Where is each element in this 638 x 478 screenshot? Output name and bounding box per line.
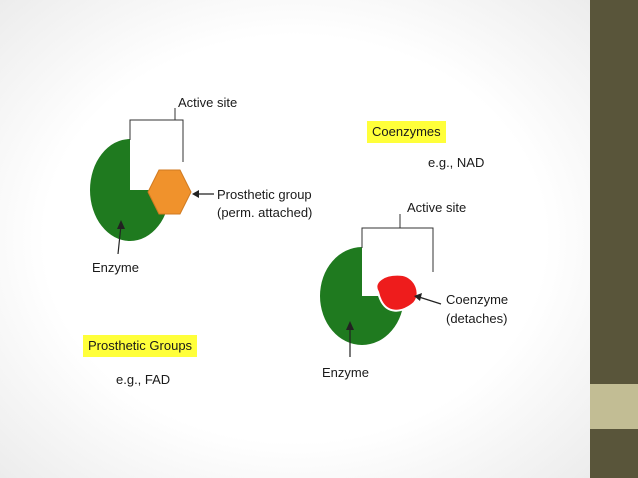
sidebar-decoration bbox=[590, 0, 638, 478]
prosthetic-groups-heading: Prosthetic Groups bbox=[83, 335, 198, 357]
enzyme-shape-right bbox=[320, 247, 404, 345]
enzyme-shape-left bbox=[90, 139, 170, 241]
coenzyme-arrowhead bbox=[414, 293, 422, 301]
enzyme-arrowhead-left bbox=[117, 220, 125, 229]
enzyme-arrowhead-right bbox=[346, 321, 354, 330]
active-site-label-right: Active site bbox=[407, 200, 467, 215]
coenzyme-shape bbox=[375, 273, 419, 312]
active-site-bracket-left bbox=[129, 108, 184, 162]
prosthetic-group-shape bbox=[147, 169, 192, 215]
active-site-label-left: Active site bbox=[178, 95, 238, 110]
coenzyme-example: e.g., NAD bbox=[428, 155, 485, 170]
prosthetic-example: e.g., FAD bbox=[116, 372, 171, 387]
coenzymes-heading: Coenzymes bbox=[367, 121, 446, 143]
enzyme-label-left: Enzyme bbox=[92, 260, 139, 275]
coenzyme-sublabel: (detaches) bbox=[446, 311, 508, 326]
active-site-bracket-right bbox=[361, 214, 434, 272]
prosthetic-arrowhead bbox=[192, 190, 199, 198]
coenzyme-arrow bbox=[418, 296, 442, 305]
enzyme-diagram bbox=[90, 108, 442, 357]
prosthetic-group-label: Prosthetic group bbox=[217, 187, 312, 202]
enzyme-label-right: Enzyme bbox=[322, 365, 369, 380]
slide bbox=[0, 0, 590, 478]
sidebar-accent-strip bbox=[590, 384, 638, 429]
enzyme-arrow-left bbox=[117, 224, 122, 255]
coenzyme-label: Coenzyme bbox=[446, 292, 509, 307]
prosthetic-group-sublabel: (perm. attached) bbox=[217, 205, 313, 220]
